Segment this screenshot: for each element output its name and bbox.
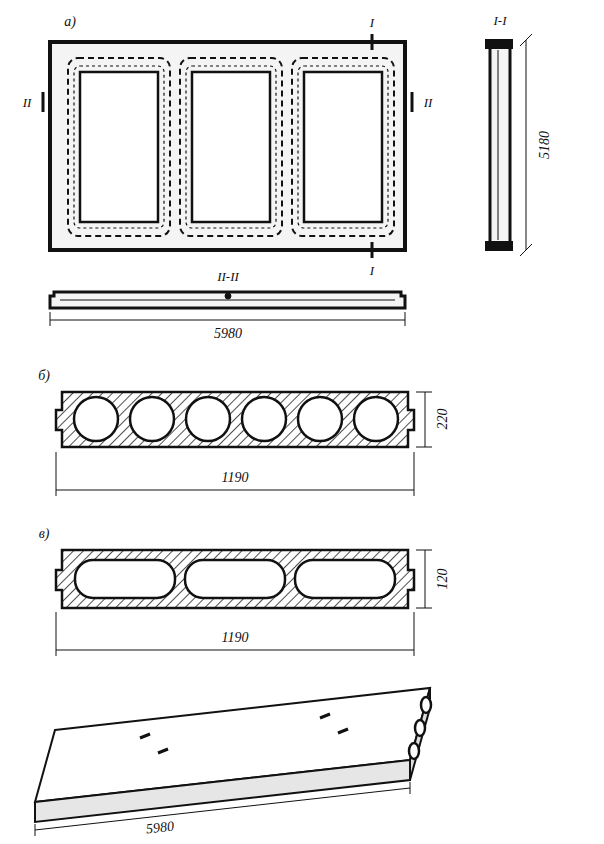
- dimension-label: 5980: [212, 326, 244, 342]
- figure-letter: а): [62, 14, 78, 30]
- figure-letter: в): [37, 526, 52, 542]
- panel-perspective: [35, 688, 431, 836]
- section-oval-voids: [56, 550, 432, 656]
- section-two: [50, 292, 405, 326]
- section-marker: I: [368, 15, 376, 30]
- section-marker: II: [422, 95, 435, 110]
- dimension-label: 5180: [537, 129, 553, 161]
- dimension-label: 220: [434, 407, 450, 432]
- figure-letter: б): [36, 368, 52, 384]
- section-title: II-II: [215, 269, 241, 284]
- dimension-label: 120: [434, 567, 450, 592]
- section-marker: II: [21, 95, 34, 110]
- section-title: I-I: [492, 13, 509, 28]
- dimension-label: 5980: [143, 818, 177, 837]
- section-one: [486, 34, 532, 256]
- section-round-voids: [56, 392, 432, 496]
- section-marker: I: [368, 263, 376, 278]
- dimension-label: 1190: [220, 630, 251, 646]
- dimension-label: 1190: [220, 470, 251, 486]
- panel-plan: [43, 34, 412, 258]
